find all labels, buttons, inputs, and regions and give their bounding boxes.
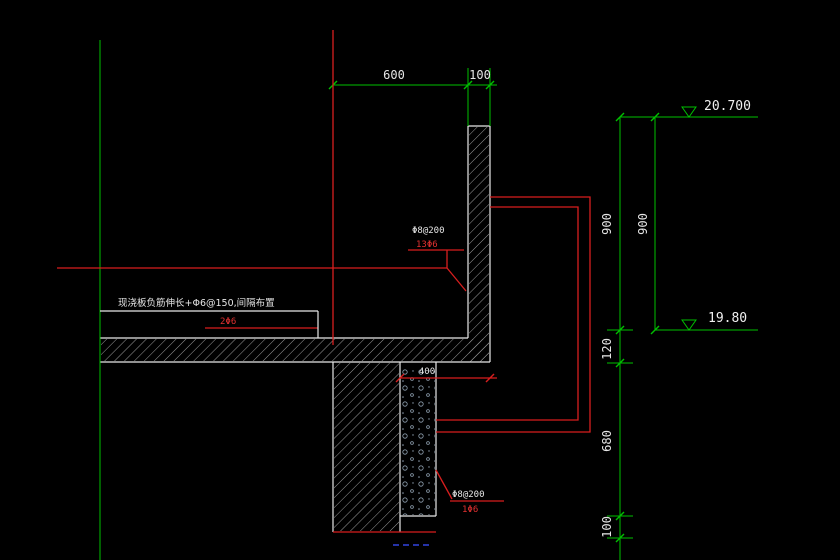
dim-tick: [615, 511, 625, 521]
dim-tick: [463, 80, 473, 90]
top-dimension: 600 100: [328, 68, 497, 126]
dim-900-outer-label: 900: [636, 213, 650, 235]
upper-rebar-label: Φ8@200: [412, 226, 445, 236]
parapet-wall-hatch: [469, 127, 489, 362]
floor-slab-hatch: [101, 339, 489, 361]
dim-900-inner-label: 900: [600, 213, 614, 235]
dim-tick: [615, 358, 625, 368]
upper-rebar-count-label: 13Φ6: [416, 240, 438, 250]
slab-note-count-label: 2Φ6: [220, 317, 236, 327]
dim-tick: [395, 373, 405, 383]
slab-note-label: 现浇板负筋伸长+Φ6@150,间隔布置: [118, 297, 275, 309]
concrete-strip-texture: [401, 366, 435, 515]
rebar-bent-bar-outer: [436, 196, 591, 433]
annotation-texts: Φ8@200 13Φ6 现浇板负筋伸长+Φ6@150,间隔布置 2Φ6 Φ8@2…: [118, 226, 485, 515]
dim-tick: [485, 373, 495, 383]
dim-680-label: 680: [600, 430, 614, 452]
lower-rebar-count-label: 1Φ6: [462, 505, 478, 515]
lower-wall-hatch: [334, 363, 399, 531]
dim-120-label: 120: [600, 338, 614, 360]
right-dimensions: 900 900 120 680 100: [600, 112, 660, 560]
elevation-upper-label: 20.700: [704, 99, 751, 114]
lower-note-leader: [435, 469, 453, 500]
elevation-markers: 20.700 19.80: [620, 99, 758, 331]
structure-outlines: [100, 125, 491, 532]
lower-rebar-label: Φ8@200: [452, 490, 485, 500]
dim-tick: [485, 80, 495, 90]
dim-100-top-label: 100: [469, 68, 491, 82]
note-leaders: [100, 310, 319, 338]
red-lines: [57, 30, 591, 533]
elevation-upper-triangle-icon: [681, 106, 697, 118]
dim-600-label: 600: [383, 68, 405, 82]
elevation-lower-label: 19.80: [708, 311, 747, 326]
elevation-lower-triangle-icon: [681, 319, 697, 331]
rebar-bent-bar-inner: [436, 206, 579, 421]
dim-400-label: 400: [419, 367, 435, 377]
dim-400: 400: [395, 367, 497, 383]
dim-100-bottom-label: 100: [600, 516, 614, 538]
structure-hatching: [101, 127, 489, 531]
upper-note-arrow-leader: [446, 267, 467, 292]
dim-tick: [615, 533, 625, 543]
dim-tick: [615, 325, 625, 335]
